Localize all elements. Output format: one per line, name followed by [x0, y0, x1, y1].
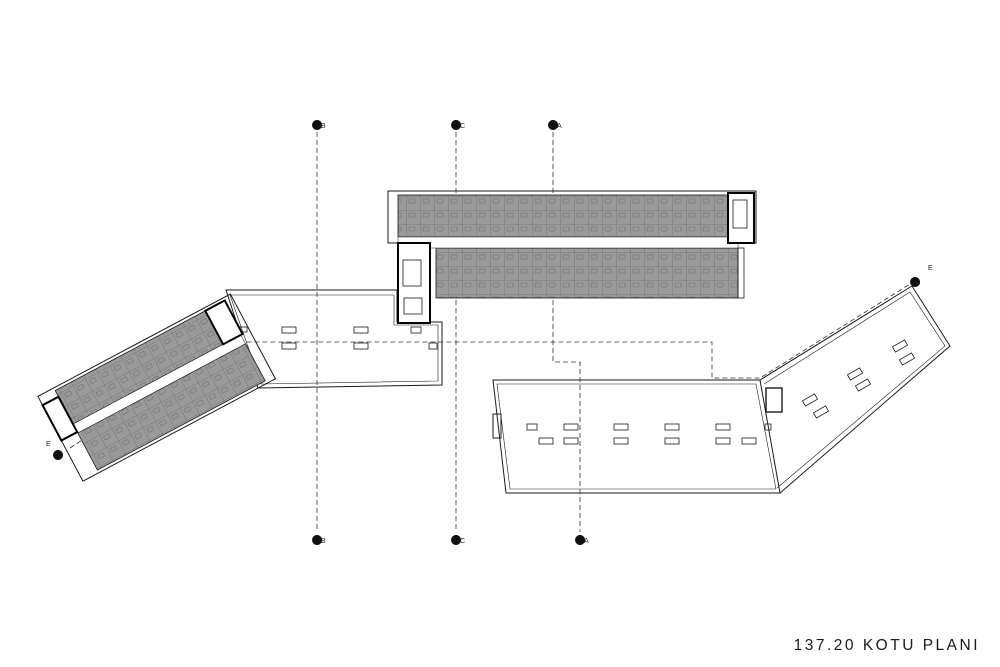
section-markers [53, 120, 921, 545]
left-residential-wing [37, 293, 277, 482]
section-label-b-bottom: B [321, 538, 326, 545]
marker-a-top [548, 120, 559, 130]
plan-title: 137.20 KOTU PLANI [793, 637, 980, 654]
top-residential-wing [387, 190, 757, 324]
marker-e-right [910, 277, 921, 287]
section-label-b-top: B [321, 123, 326, 130]
marker-e-left [53, 450, 64, 460]
table-group-hall [526, 423, 772, 445]
marker-b-bottom [312, 535, 323, 545]
section-label-e-left: E [46, 441, 51, 448]
marker-b-top [312, 120, 323, 130]
marker-a-bottom [575, 535, 586, 545]
section-label-a-top: A [557, 123, 562, 130]
section-label-c-top: C [460, 123, 465, 130]
section-label-c-bottom: C [460, 538, 465, 545]
marker-c-top [451, 120, 462, 130]
table-group-angled-hall [801, 339, 916, 419]
lower-hall-wing [492, 285, 951, 494]
marker-c-bottom [451, 535, 462, 545]
section-line-a [552, 132, 581, 532]
section-label-a-bottom: A [584, 538, 589, 545]
table-group-connector [239, 326, 438, 353]
section-label-e-right: E [928, 265, 933, 272]
